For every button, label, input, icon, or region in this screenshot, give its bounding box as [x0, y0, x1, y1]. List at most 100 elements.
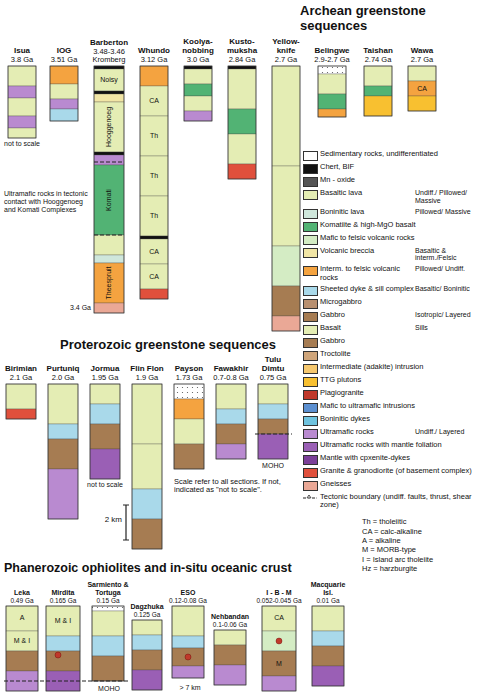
column-section: Whundo3.12 GaCAThThThCACA [140, 66, 168, 299]
rock-layer [364, 66, 392, 86]
column-header: I - B - M0.052-0.045 Ga [255, 589, 303, 604]
tectonic-boundary [94, 235, 124, 236]
age-label: 0.01 Ga [308, 597, 348, 604]
column-outline [258, 384, 288, 459]
age-label: 0.125 Ga [130, 611, 164, 618]
rock-layer [6, 384, 36, 409]
rock-layer [94, 155, 124, 165]
age-label: 2.7 Ga [268, 56, 304, 64]
rock-layer [258, 434, 288, 459]
column-header: ESO0.12-0.08 Ga [167, 589, 209, 604]
legend-swatch [303, 299, 318, 309]
column-outline [132, 620, 162, 690]
column-section: Mirdita0.165 GaM & I [46, 606, 80, 691]
rock-layer [312, 631, 344, 646]
rock-layer [184, 66, 212, 69]
column-header: Leka0.49 Ga [4, 589, 40, 604]
column-header: Wawa2.7 Ga [402, 47, 442, 64]
rock-layer [8, 116, 36, 128]
unit-label: CA [140, 273, 168, 281]
column-section: Payson1.73 Ga [174, 384, 204, 469]
rock-layer [258, 404, 288, 419]
legend-sublabel: Pillowed/ Massive [415, 208, 476, 216]
section-name: Mirdita [43, 589, 83, 597]
rock-layer [92, 611, 124, 636]
rock-layer [132, 444, 162, 489]
scale-bar [125, 505, 126, 540]
note-label: MOHO [258, 462, 288, 470]
column-outline [262, 606, 296, 691]
abbreviation-label: Th = tholeiitic [362, 518, 476, 526]
legend-text: Boninitic lava [320, 208, 414, 216]
legend-row: Mn - oxide [303, 176, 476, 184]
rock-layer [174, 399, 204, 419]
rock-layer [184, 69, 212, 84]
unit-label: M [262, 660, 296, 668]
age-label: 0.15 Ga [86, 597, 130, 604]
legend-text: Mn - oxide [320, 176, 474, 184]
legend-row: Ultramafic rocks [303, 428, 476, 436]
rock-layer [216, 409, 246, 424]
rock-layer [50, 99, 78, 109]
rock-layer [272, 246, 300, 286]
rock-layer [140, 264, 168, 289]
legend-text: Intermediate (adakite) intrusion [320, 363, 474, 371]
legend-row: Sheeted dyke & sill complex [303, 285, 476, 293]
legend-text: Chert, BIF [320, 163, 474, 171]
rock-layer [132, 620, 162, 635]
legend-sublabel: Sills [415, 324, 476, 332]
legend-row: Granite & granodiorite (of basement comp… [303, 467, 476, 475]
column-header: Mirdita0.165 Ga [43, 589, 83, 604]
column-section: Dagzhuka0.125 Ga [132, 620, 162, 690]
age-label: 2.74 Ga [358, 56, 398, 64]
rock-layer [312, 666, 344, 686]
column-outline [364, 66, 392, 116]
legend-swatch [303, 468, 318, 478]
column-header: Whundo3.12 Ga [134, 47, 174, 64]
column-outline [408, 66, 436, 111]
rock-layer [184, 111, 212, 121]
unit-label: Noisy [94, 76, 124, 84]
legend-row: Troctolite [303, 350, 476, 358]
rock-layer [140, 156, 168, 196]
rock-layer [6, 631, 38, 651]
note-label: > 7 km [170, 684, 210, 692]
age-label: 0.165 Ga [43, 597, 83, 604]
column-header: Belingwe2.9-2.7 Ga [310, 47, 354, 64]
column-section: Macquarie Isl.0.01 Ga [312, 606, 344, 686]
unit-label: CA [140, 97, 168, 105]
rock-layer [132, 650, 162, 670]
column-outline [6, 606, 38, 691]
rock-layer [8, 86, 36, 98]
column-outline [228, 66, 256, 179]
rock-layer [216, 444, 246, 459]
rock-layer [94, 69, 124, 91]
column-header: Dagzhuka0.125 Ga [130, 603, 164, 618]
column-outline [48, 384, 78, 519]
rock-layer [140, 289, 168, 299]
column-header: Yellow-knife2.7 Ga [268, 38, 304, 64]
column-header: Sarmiento & Tortuga0.15 Ga [86, 581, 130, 604]
age-label: 1.9 Ga [127, 374, 167, 382]
rock-layer [140, 236, 168, 239]
rock-layer [92, 606, 124, 611]
column-outline [92, 606, 124, 681]
legend-row: Basaltic lava [303, 189, 476, 197]
legend-swatch [303, 235, 318, 245]
rock-layer [184, 96, 212, 111]
age-label: 0.7-0.8 Ga [209, 374, 253, 382]
column-outline [46, 606, 80, 691]
column-outline [216, 384, 246, 459]
age-label: 0.12-0.08 Ga [167, 597, 209, 604]
legend-row: Intermediate (adakite) intrusion [303, 363, 476, 371]
legend-swatch [303, 442, 318, 452]
section-name: Barberton [87, 39, 131, 48]
rock-layer [272, 66, 300, 166]
rock-layer [132, 384, 162, 444]
column-section: Nehbandan0.1-0.06 Ga [214, 630, 246, 685]
legend-swatch [303, 312, 318, 322]
rock-layer [6, 409, 36, 419]
section-name: ESO [167, 589, 209, 597]
age-label: 2.84 Ga [222, 56, 262, 64]
unit-label: CA [262, 614, 296, 622]
